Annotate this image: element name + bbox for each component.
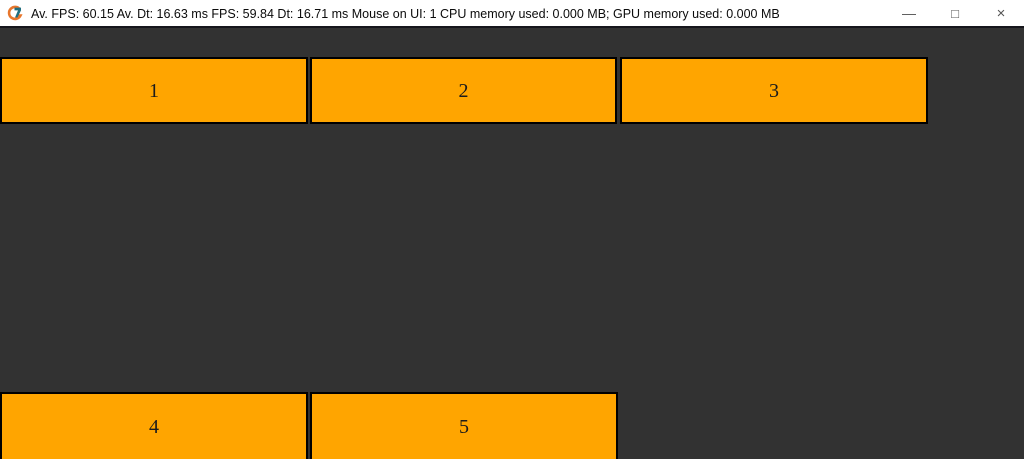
ui-panel-3[interactable]: 3 [620, 57, 928, 124]
caption-buttons: — □ × [886, 0, 1024, 26]
minimize-icon: — [902, 5, 916, 21]
panel-label: 3 [769, 79, 779, 102]
ui-panel-2[interactable]: 2 [310, 57, 617, 124]
panel-label: 2 [458, 79, 469, 102]
app-logo-icon [7, 5, 23, 21]
panel-label: 1 [149, 79, 159, 102]
render-viewport: 1 2 3 4 5 [0, 28, 1024, 459]
ui-panel-1[interactable]: 1 [0, 57, 308, 124]
maximize-icon: □ [951, 5, 959, 21]
close-button[interactable]: × [978, 0, 1024, 26]
panel-label: 5 [459, 415, 469, 438]
ui-panel-5[interactable]: 5 [310, 392, 618, 459]
minimize-button[interactable]: — [886, 0, 932, 26]
ui-panel-4[interactable]: 4 [0, 392, 308, 459]
title-bar[interactable]: Av. FPS: 60.15 Av. Dt: 16.63 ms FPS: 59.… [0, 0, 1024, 28]
maximize-button[interactable]: □ [932, 0, 978, 26]
window-title: Av. FPS: 60.15 Av. Dt: 16.63 ms FPS: 59.… [31, 6, 780, 21]
panel-label: 4 [149, 415, 159, 438]
close-icon: × [996, 4, 1006, 22]
